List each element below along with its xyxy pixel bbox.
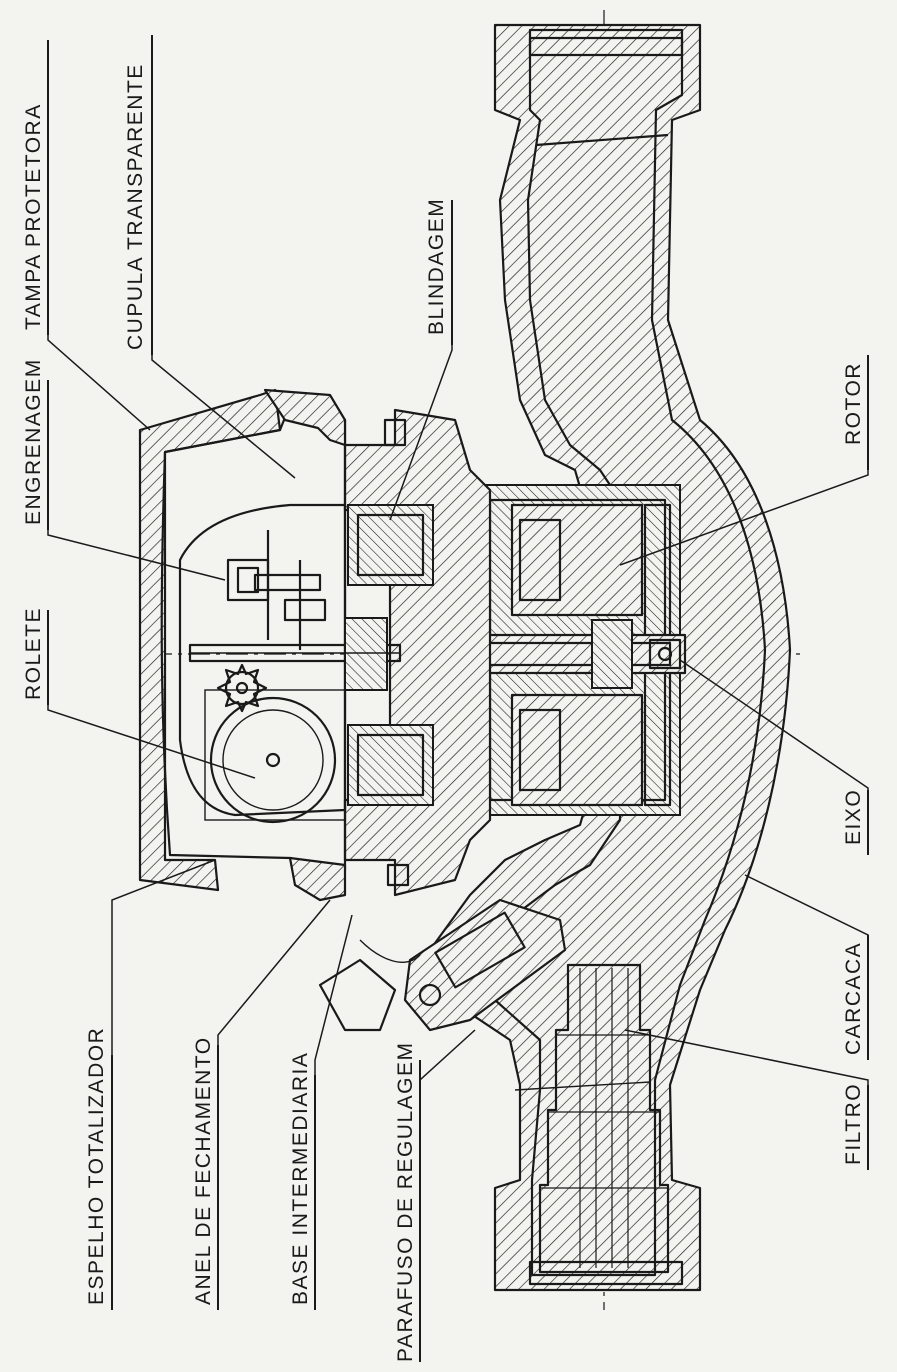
register-housing: [138, 388, 402, 902]
label-blindagem: BLINDAGEM: [425, 198, 448, 335]
label-rotor: ROTOR: [842, 362, 865, 445]
label-base-intermediaria: BASE INTERMEDIARIA: [289, 1052, 312, 1305]
label-filtro: FILTRO: [842, 1083, 865, 1165]
labels: TAMPA PROTETORA CUPULA TRANSPARENTE ENGR…: [22, 35, 869, 1363]
blindagem-base: [343, 408, 492, 897]
label-eixo: EIXO: [842, 789, 865, 845]
label-rolete: ROLETE: [22, 607, 45, 700]
label-parafuso-de-regulagem: PARAFUSO DE REGULAGEM: [394, 1042, 417, 1363]
parafuso-regulagem: [318, 898, 567, 1032]
label-carcaca: CARCACA: [842, 942, 865, 1055]
label-tampa-protetora: TAMPA PROTETORA: [22, 103, 45, 330]
label-cupula-transparente: CUPULA TRANSPARENTE: [124, 63, 147, 350]
label-espelho-totalizador: ESPELHO TOTALIZADOR: [85, 1027, 108, 1305]
filtro-strainer: [538, 963, 670, 1274]
star-wheel: [216, 663, 268, 713]
label-engrenagem: ENGRENAGEM: [22, 358, 45, 525]
label-anel-de-fechamento: ANEL DE FECHAMENTO: [192, 1036, 215, 1305]
